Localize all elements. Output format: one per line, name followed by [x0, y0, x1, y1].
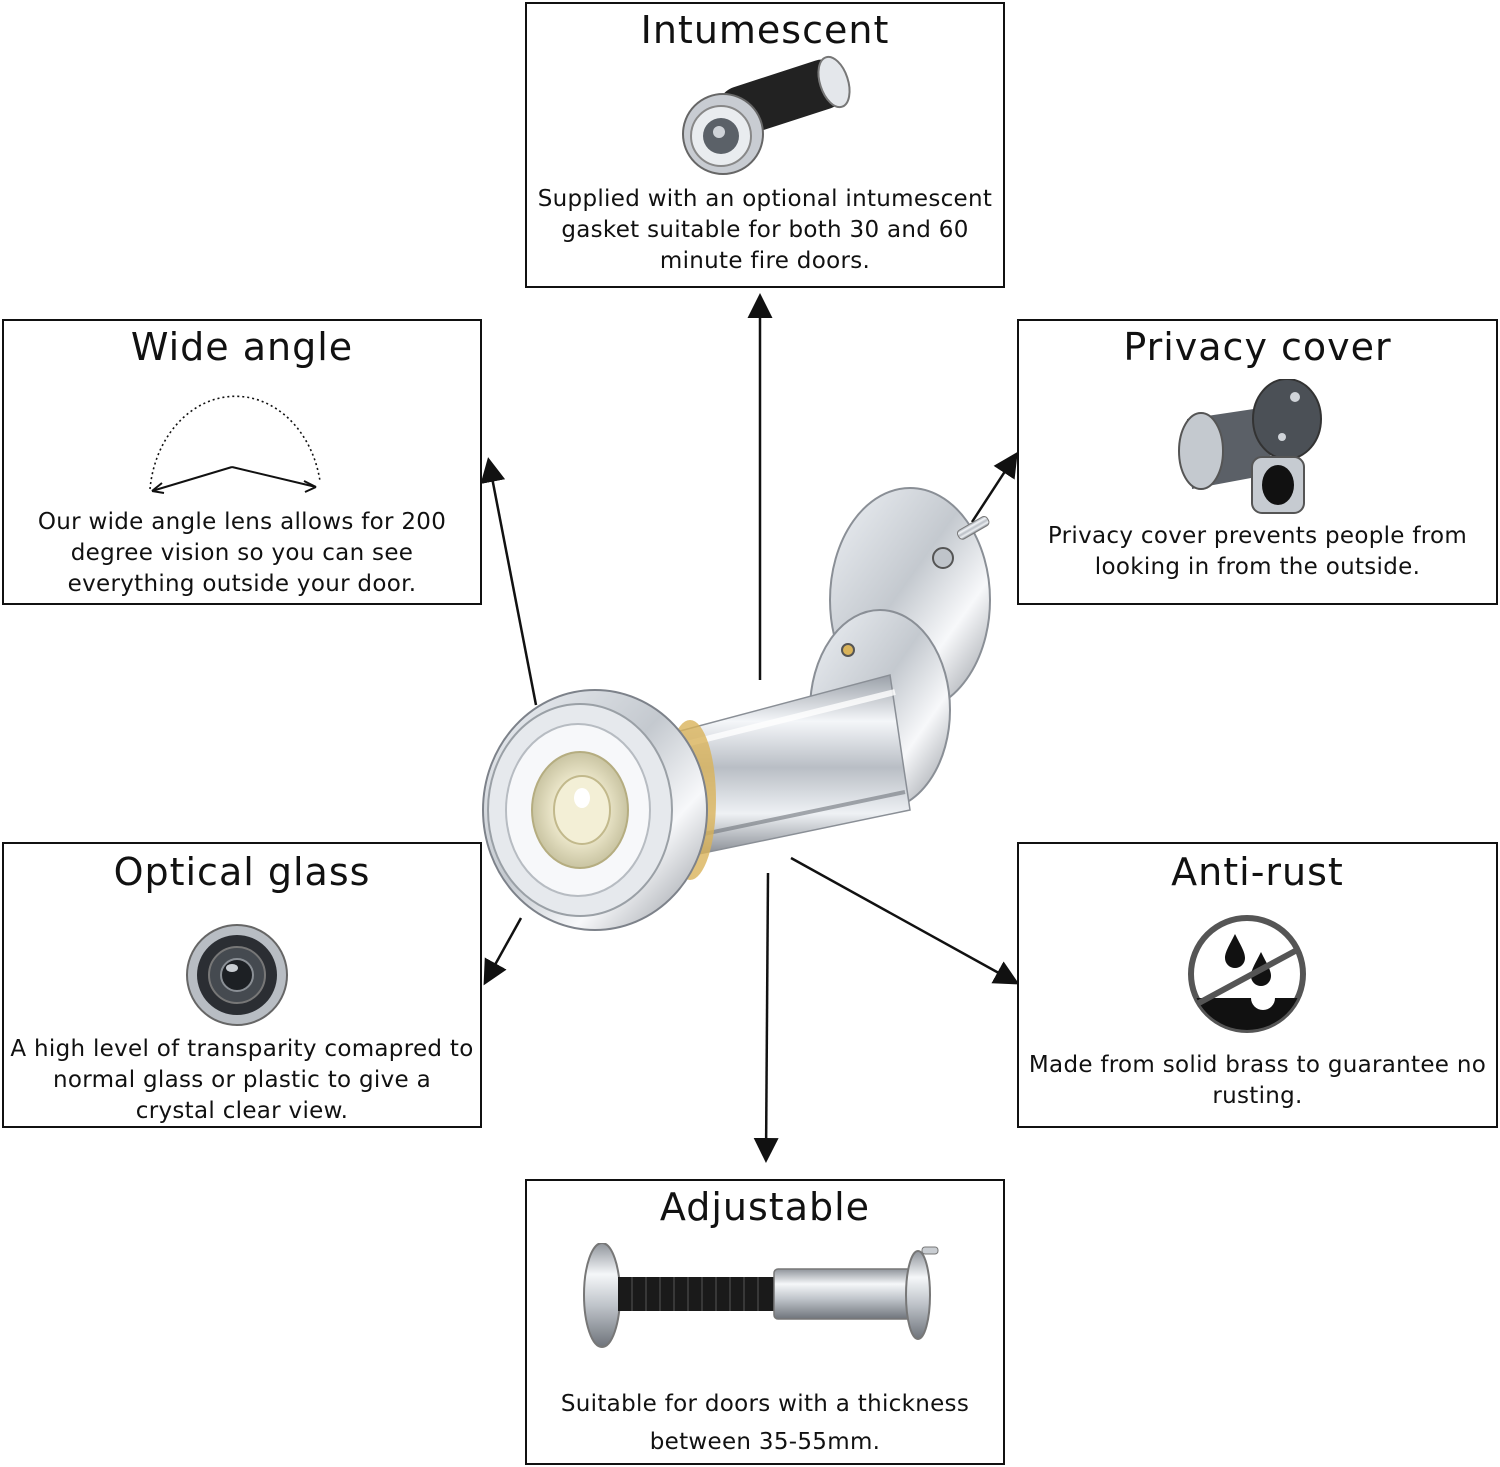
lens-icon [186, 924, 288, 1026]
feature-description: Made from solid brass to guarantee no ru… [1028, 1052, 1487, 1109]
feature-card-intumescent: Intumescent Supplied with an optional in… [525, 2, 1005, 288]
arrow-anti-rust [790, 856, 1020, 985]
feature-description: Our wide angle lens allows for 200 degre… [37, 509, 447, 597]
adjustable-viewer-icon [583, 1243, 939, 1348]
intumescent-viewer-icon [682, 55, 851, 175]
feature-title: Anti-rust [1171, 850, 1344, 894]
arrow-wide-angle [480, 457, 538, 706]
door-viewer-product-image [482, 487, 991, 931]
feature-card-anti-rust: Anti-rust Made from solid brass to guara… [1017, 842, 1498, 1128]
arrow-optical-glass [483, 917, 523, 986]
wide-angle-arc-icon [149, 395, 321, 494]
feature-card-optical-glass: Optical glass A high level of transparit… [2, 842, 482, 1128]
feature-card-wide-angle: Wide angle Our wide angle lens allows fo… [2, 319, 482, 605]
feature-description: Privacy cover prevents people from looki… [1047, 523, 1468, 580]
feature-description: Supplied with an optional intumescent ga… [537, 186, 993, 274]
privacy-cover-viewer-icon [1178, 379, 1322, 514]
feature-title: Wide angle [130, 325, 354, 369]
feature-title: Intumescent [640, 8, 890, 52]
feature-card-privacy-cover: Privacy cover Privacy cover prevents peo… [1017, 319, 1498, 605]
feature-title: Adjustable [659, 1185, 871, 1229]
feature-card-adjustable: Adjustable Suitable for doors with a thi… [525, 1179, 1005, 1465]
feature-description: A high level of transparity comapred to … [10, 1036, 474, 1124]
arrow-privacy-cover [970, 451, 1018, 523]
feature-title: Optical glass [113, 850, 371, 894]
feature-title: Privacy cover [1123, 325, 1392, 369]
arrow-adjustable [753, 872, 779, 1163]
feature-description: Suitable for doors with a thickness betw… [560, 1391, 970, 1455]
no-water-drops-icon [1188, 915, 1306, 1033]
